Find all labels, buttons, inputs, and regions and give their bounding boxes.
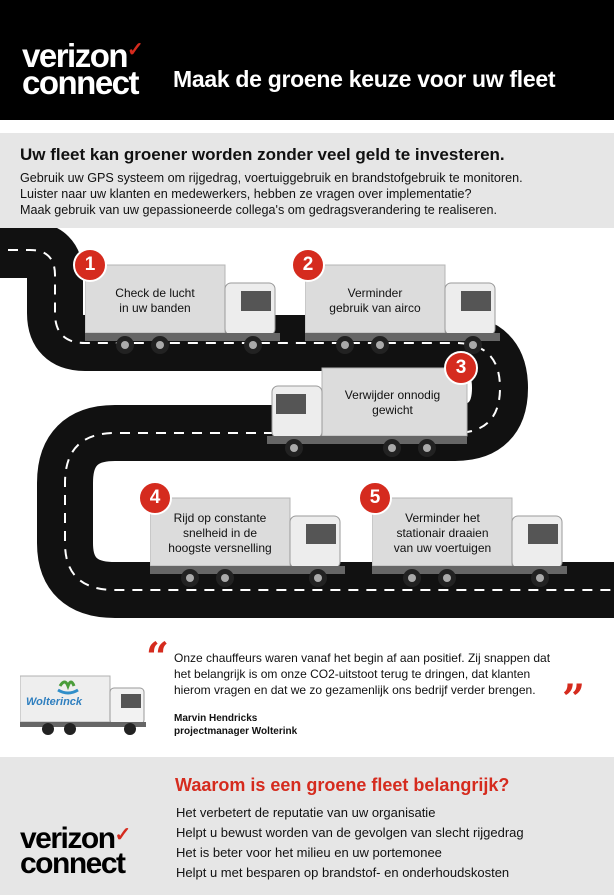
wolterinck-truck bbox=[20, 675, 146, 735]
step-5-badge: 5 bbox=[358, 481, 392, 515]
testimonial: “ Onze chauffeurs waren vanaf het begin … bbox=[0, 634, 614, 755]
step-text: stationair draaien bbox=[396, 526, 489, 540]
why-list: Het verbetert de reputatie van uw organi… bbox=[176, 803, 524, 883]
step-text: hoogste versnelling bbox=[168, 541, 272, 555]
intro-line: Luister naar uw klanten en medewerkers, … bbox=[20, 187, 472, 201]
quote-text: Onze chauffeurs waren vanaf het begin af… bbox=[174, 650, 584, 698]
step-text: Verwijder onnodig bbox=[344, 388, 441, 402]
step-3-badge: 3 bbox=[444, 351, 478, 385]
truck-3 bbox=[267, 367, 468, 457]
close-quote-icon: ” bbox=[562, 676, 586, 723]
step-text: gebruik van airco bbox=[329, 301, 421, 315]
road-illustration: Check de lucht in uw banden 1 Verminder … bbox=[0, 222, 614, 628]
step-5-label: Verminder het stationair draaien van uw … bbox=[375, 511, 510, 556]
intro-heading: Uw fleet kan groener worden zonder veel … bbox=[20, 145, 505, 164]
winding-road bbox=[0, 222, 614, 618]
step-text: snelheid in de bbox=[182, 526, 258, 540]
truck-1 bbox=[85, 264, 280, 354]
step-3-label: Verwijder onnodig gewicht bbox=[325, 388, 460, 418]
wolterinck-brand: Wolterinck bbox=[26, 696, 83, 708]
page-title: Maak de groene keuze voor uw fleet bbox=[173, 66, 556, 92]
verizon-connect-logo: verizon✓ connect bbox=[22, 39, 144, 102]
quote-line: Onze chauffeurs waren vanaf het begin af… bbox=[174, 651, 551, 665]
intro-lines: Gebruik uw GPS systeem om rijgedrag, voe… bbox=[20, 170, 523, 218]
step-2-label: Verminder gebruik van airco bbox=[315, 286, 435, 316]
step-text: van uw voertuigen bbox=[393, 541, 492, 555]
step-text: Verminder bbox=[347, 286, 403, 300]
intro-panel: Uw fleet kan groener worden zonder veel … bbox=[0, 133, 614, 228]
step-2-badge: 2 bbox=[291, 248, 325, 282]
step-1-badge: 1 bbox=[73, 248, 107, 282]
step-text: Rijd op constante bbox=[173, 511, 267, 525]
header: verizon✓ connect Maak de groene keuze vo… bbox=[0, 0, 614, 120]
logo-word-connect: connect bbox=[20, 846, 126, 880]
truck-4 bbox=[150, 497, 345, 587]
list-item: Het verbetert de reputatie van uw organi… bbox=[176, 805, 436, 820]
quote-author: Marvin Hendricks projectmanager Wolterin… bbox=[174, 712, 297, 738]
verizon-connect-logo-footer: verizon✓ connect bbox=[20, 824, 132, 880]
step-text: Check de lucht bbox=[115, 286, 195, 300]
why-heading: Waarom is een groene fleet belangrijk? bbox=[175, 775, 510, 795]
list-item: Helpt u bewust worden van de gevolgen va… bbox=[176, 825, 524, 840]
list-item: Het is beter voor het milieu en uw porte… bbox=[176, 845, 442, 860]
truck-2 bbox=[305, 264, 500, 354]
intro-line: Maak gebruik van uw gepassioneerde colle… bbox=[20, 203, 498, 217]
step-4-label: Rijd op constante snelheid in de hoogste… bbox=[155, 511, 285, 556]
logo-check-icon: ✓ bbox=[114, 824, 132, 846]
logo-word-verizon: verizon bbox=[20, 822, 116, 855]
truck-5 bbox=[372, 497, 567, 587]
author-name: Marvin Hendricks bbox=[174, 713, 258, 724]
quote-line: hierom vragen en dat we zo gezamenlijk o… bbox=[174, 683, 536, 697]
step-1-label: Check de lucht in uw banden bbox=[95, 286, 215, 316]
step-text: Verminder het bbox=[405, 511, 480, 525]
logo-check-icon: ✓ bbox=[127, 39, 144, 61]
step-text: gewicht bbox=[372, 403, 413, 417]
step-4-badge: 4 bbox=[138, 481, 172, 515]
quote-line: het belangrijk is om onze CO2-uitstoot t… bbox=[174, 667, 531, 681]
logo-word-connect: connect bbox=[22, 64, 140, 102]
why-panel: Waarom is een groene fleet belangrijk? H… bbox=[0, 757, 614, 895]
logo-word-verizon: verizon bbox=[22, 37, 129, 74]
open-quote-icon: “ bbox=[146, 634, 170, 681]
list-item: Helpt u met besparen op brandstof- en on… bbox=[176, 865, 510, 880]
step-text: in uw banden bbox=[119, 301, 191, 315]
intro-line: Gebruik uw GPS systeem om rijgedrag, voe… bbox=[20, 171, 523, 185]
author-role: projectmanager Wolterink bbox=[174, 726, 298, 737]
